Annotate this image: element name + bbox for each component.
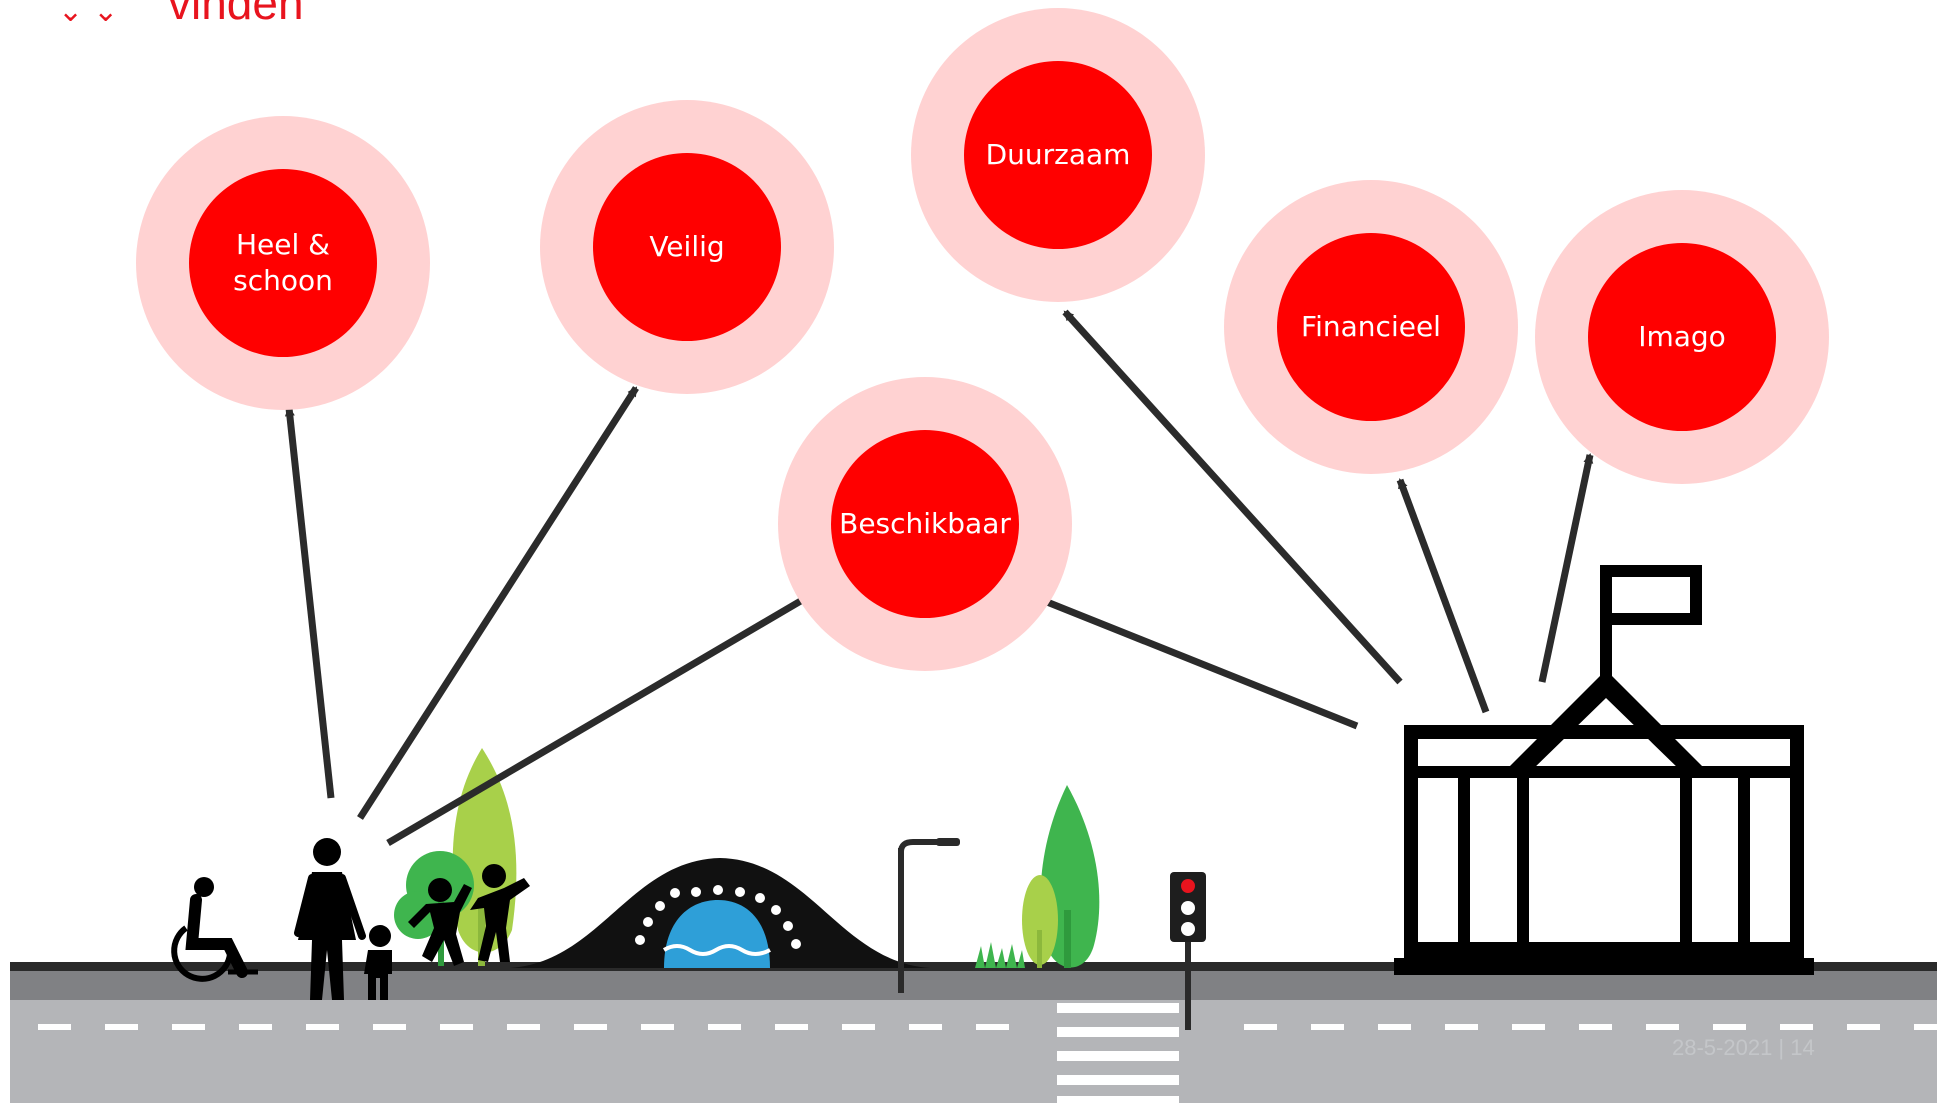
lane-dash — [1512, 1024, 1545, 1030]
lane-dash — [775, 1024, 808, 1030]
lane-dash — [1579, 1024, 1612, 1030]
sidewalk — [10, 971, 1937, 1000]
lane-dash — [909, 1024, 942, 1030]
node-imago: Imago — [1535, 190, 1829, 484]
lane-dash — [306, 1024, 339, 1030]
arrow-to-heel — [284, 406, 335, 799]
lane-dash — [239, 1024, 272, 1030]
lane-dash — [105, 1024, 138, 1030]
road-scene — [10, 962, 1937, 1103]
node-heel-schoon: Heel &schoon — [136, 116, 430, 410]
page-title: vinden — [168, 0, 304, 29]
arrow-to-financieel — [1396, 478, 1490, 714]
lane-dash — [1847, 1024, 1880, 1030]
node-beschikbaar: Beschikbaar — [778, 377, 1072, 671]
node-label: Financieel — [1301, 310, 1441, 344]
town-hall-icon — [1394, 565, 1814, 975]
bridge-icon — [510, 858, 930, 968]
lane-dash — [373, 1024, 406, 1030]
node-duurzaam: Duurzaam — [911, 8, 1205, 302]
node-label: Veilig — [649, 230, 725, 264]
lane-markings — [38, 1024, 1937, 1030]
lane-dash — [641, 1024, 674, 1030]
arrow-to-duurzaam — [1062, 309, 1403, 685]
lane-dash — [574, 1024, 607, 1030]
node-label: Imago — [1638, 320, 1726, 354]
lane-dash — [38, 1024, 71, 1030]
arrow-to-imago — [1538, 453, 1594, 683]
brand-mark-icon: ⌄⌄ — [58, 0, 129, 29]
lane-dash — [1646, 1024, 1679, 1030]
lane-dash — [1445, 1024, 1478, 1030]
node-financieel: Financieel — [1224, 180, 1518, 474]
street-lamp-icon — [898, 838, 960, 993]
lane-dash — [976, 1024, 1009, 1030]
lane-dash — [507, 1024, 540, 1030]
lane-dash — [172, 1024, 205, 1030]
tree-icon — [975, 785, 1100, 968]
lane-dash — [1378, 1024, 1411, 1030]
slide-footer: 28-5-2021 | 14 — [1672, 1035, 1815, 1060]
arrow-to-veilig — [357, 386, 639, 820]
wheelchair-user-icon — [171, 877, 258, 982]
arrow-building-beschikbaar — [1020, 588, 1359, 730]
lane-dash — [1914, 1024, 1937, 1030]
node-label: Duurzaam — [985, 138, 1131, 172]
node-label: Heel &schoon — [233, 228, 333, 297]
traffic-light-icon — [1170, 872, 1206, 1030]
people-group-icon — [294, 838, 530, 1000]
lane-dash — [842, 1024, 875, 1030]
crosswalk-icon — [1057, 1003, 1179, 1103]
arrows — [284, 309, 1594, 847]
lane-dash — [1780, 1024, 1813, 1030]
lane-dash — [1311, 1024, 1344, 1030]
road — [10, 1000, 1937, 1103]
lane-dash — [440, 1024, 473, 1030]
curb-line — [10, 962, 1937, 971]
lane-dash — [1713, 1024, 1746, 1030]
lane-dash — [1244, 1024, 1277, 1030]
arrow-to-beschikbaar — [386, 588, 818, 847]
node-veilig: Veilig — [540, 100, 834, 394]
lane-dash — [708, 1024, 741, 1030]
node-label: Beschikbaar — [839, 507, 1011, 541]
